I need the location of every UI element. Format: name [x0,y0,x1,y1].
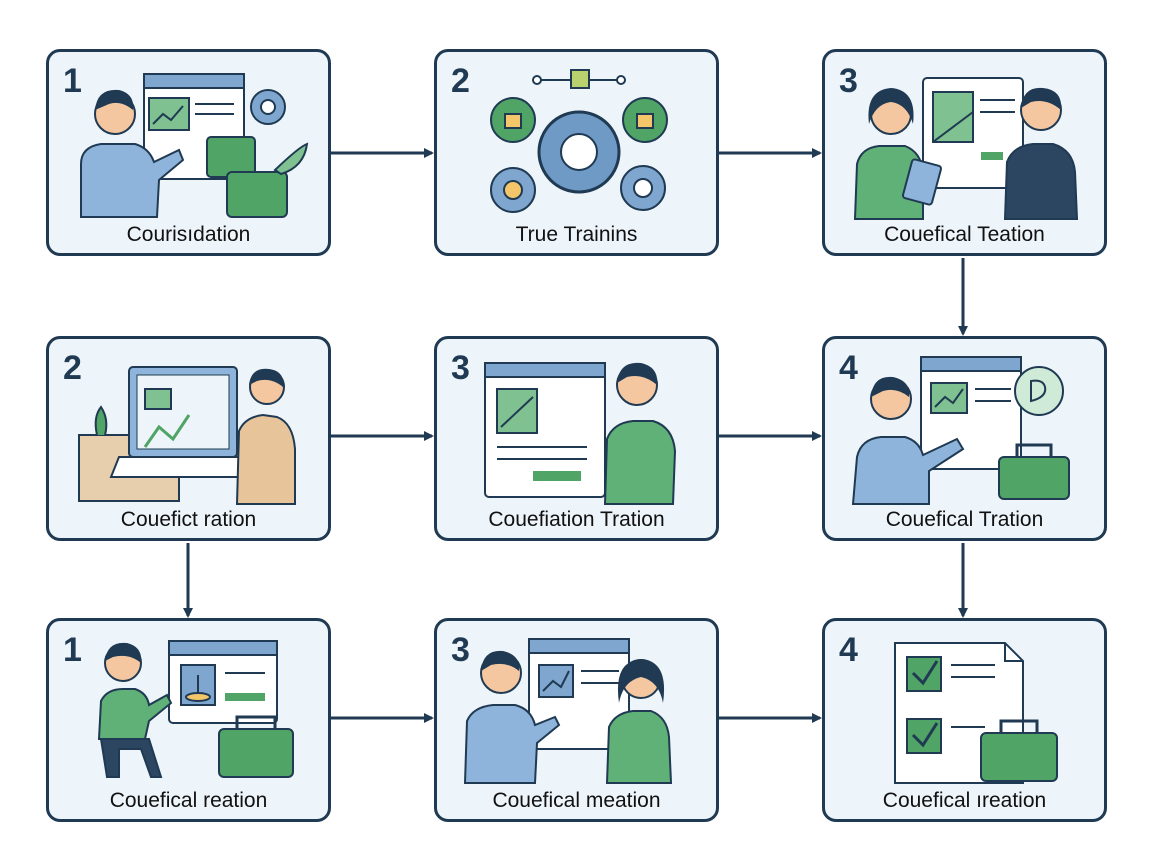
step-card-9: 4 Couefical ıreation [822,618,1107,822]
step-label: Couefical Tration [885,508,1044,531]
step-number: 1 [63,62,82,100]
step-number: 2 [63,349,82,387]
step-card-5: 3 Couefiation Tration [434,336,719,541]
seated-presenter-illustration [97,640,294,778]
step-label: Couefical ıreation [882,789,1047,812]
step-label: True Trainins [515,223,638,246]
presenter-illustration [80,73,309,218]
step-card-1: 1 Courisıdation [46,49,331,256]
step-card-7: 1 Couefical reation [46,618,331,822]
step-card-8: 3 Couefical meation [434,618,719,822]
step-label: Couefical meation [492,789,661,812]
step-label: Couefict ration [120,508,257,531]
step-number: 1 [63,631,82,669]
two-people-screen-illustration [463,638,673,784]
presenter-toolbox-illustration [851,356,1070,505]
step-card-2: 2 True Trainins [434,49,719,256]
step-card-6: 4 Couefical Tration [822,336,1107,541]
step-label: Couefical reation [109,789,268,812]
webpage-presenter-illustration [484,362,677,505]
laptop-presenter-illustration [78,366,296,505]
step-number: 4 [839,349,858,387]
gears-illustration [490,69,668,213]
step-label: Couefiation Tration [488,508,665,531]
checklist-illustration [894,642,1058,784]
step-number: 3 [839,62,858,100]
step-label: Courisıdation [126,223,251,246]
two-people-illustration [853,77,1079,220]
step-number: 4 [839,631,858,669]
step-label: Couefical Teation [884,223,1045,246]
step-card-4: 2 Couefict ration [46,336,331,541]
step-number: 3 [451,631,470,669]
step-number: 2 [451,62,470,100]
step-card-3: 3 Couefical Teation [822,49,1107,256]
step-number: 3 [451,349,470,387]
